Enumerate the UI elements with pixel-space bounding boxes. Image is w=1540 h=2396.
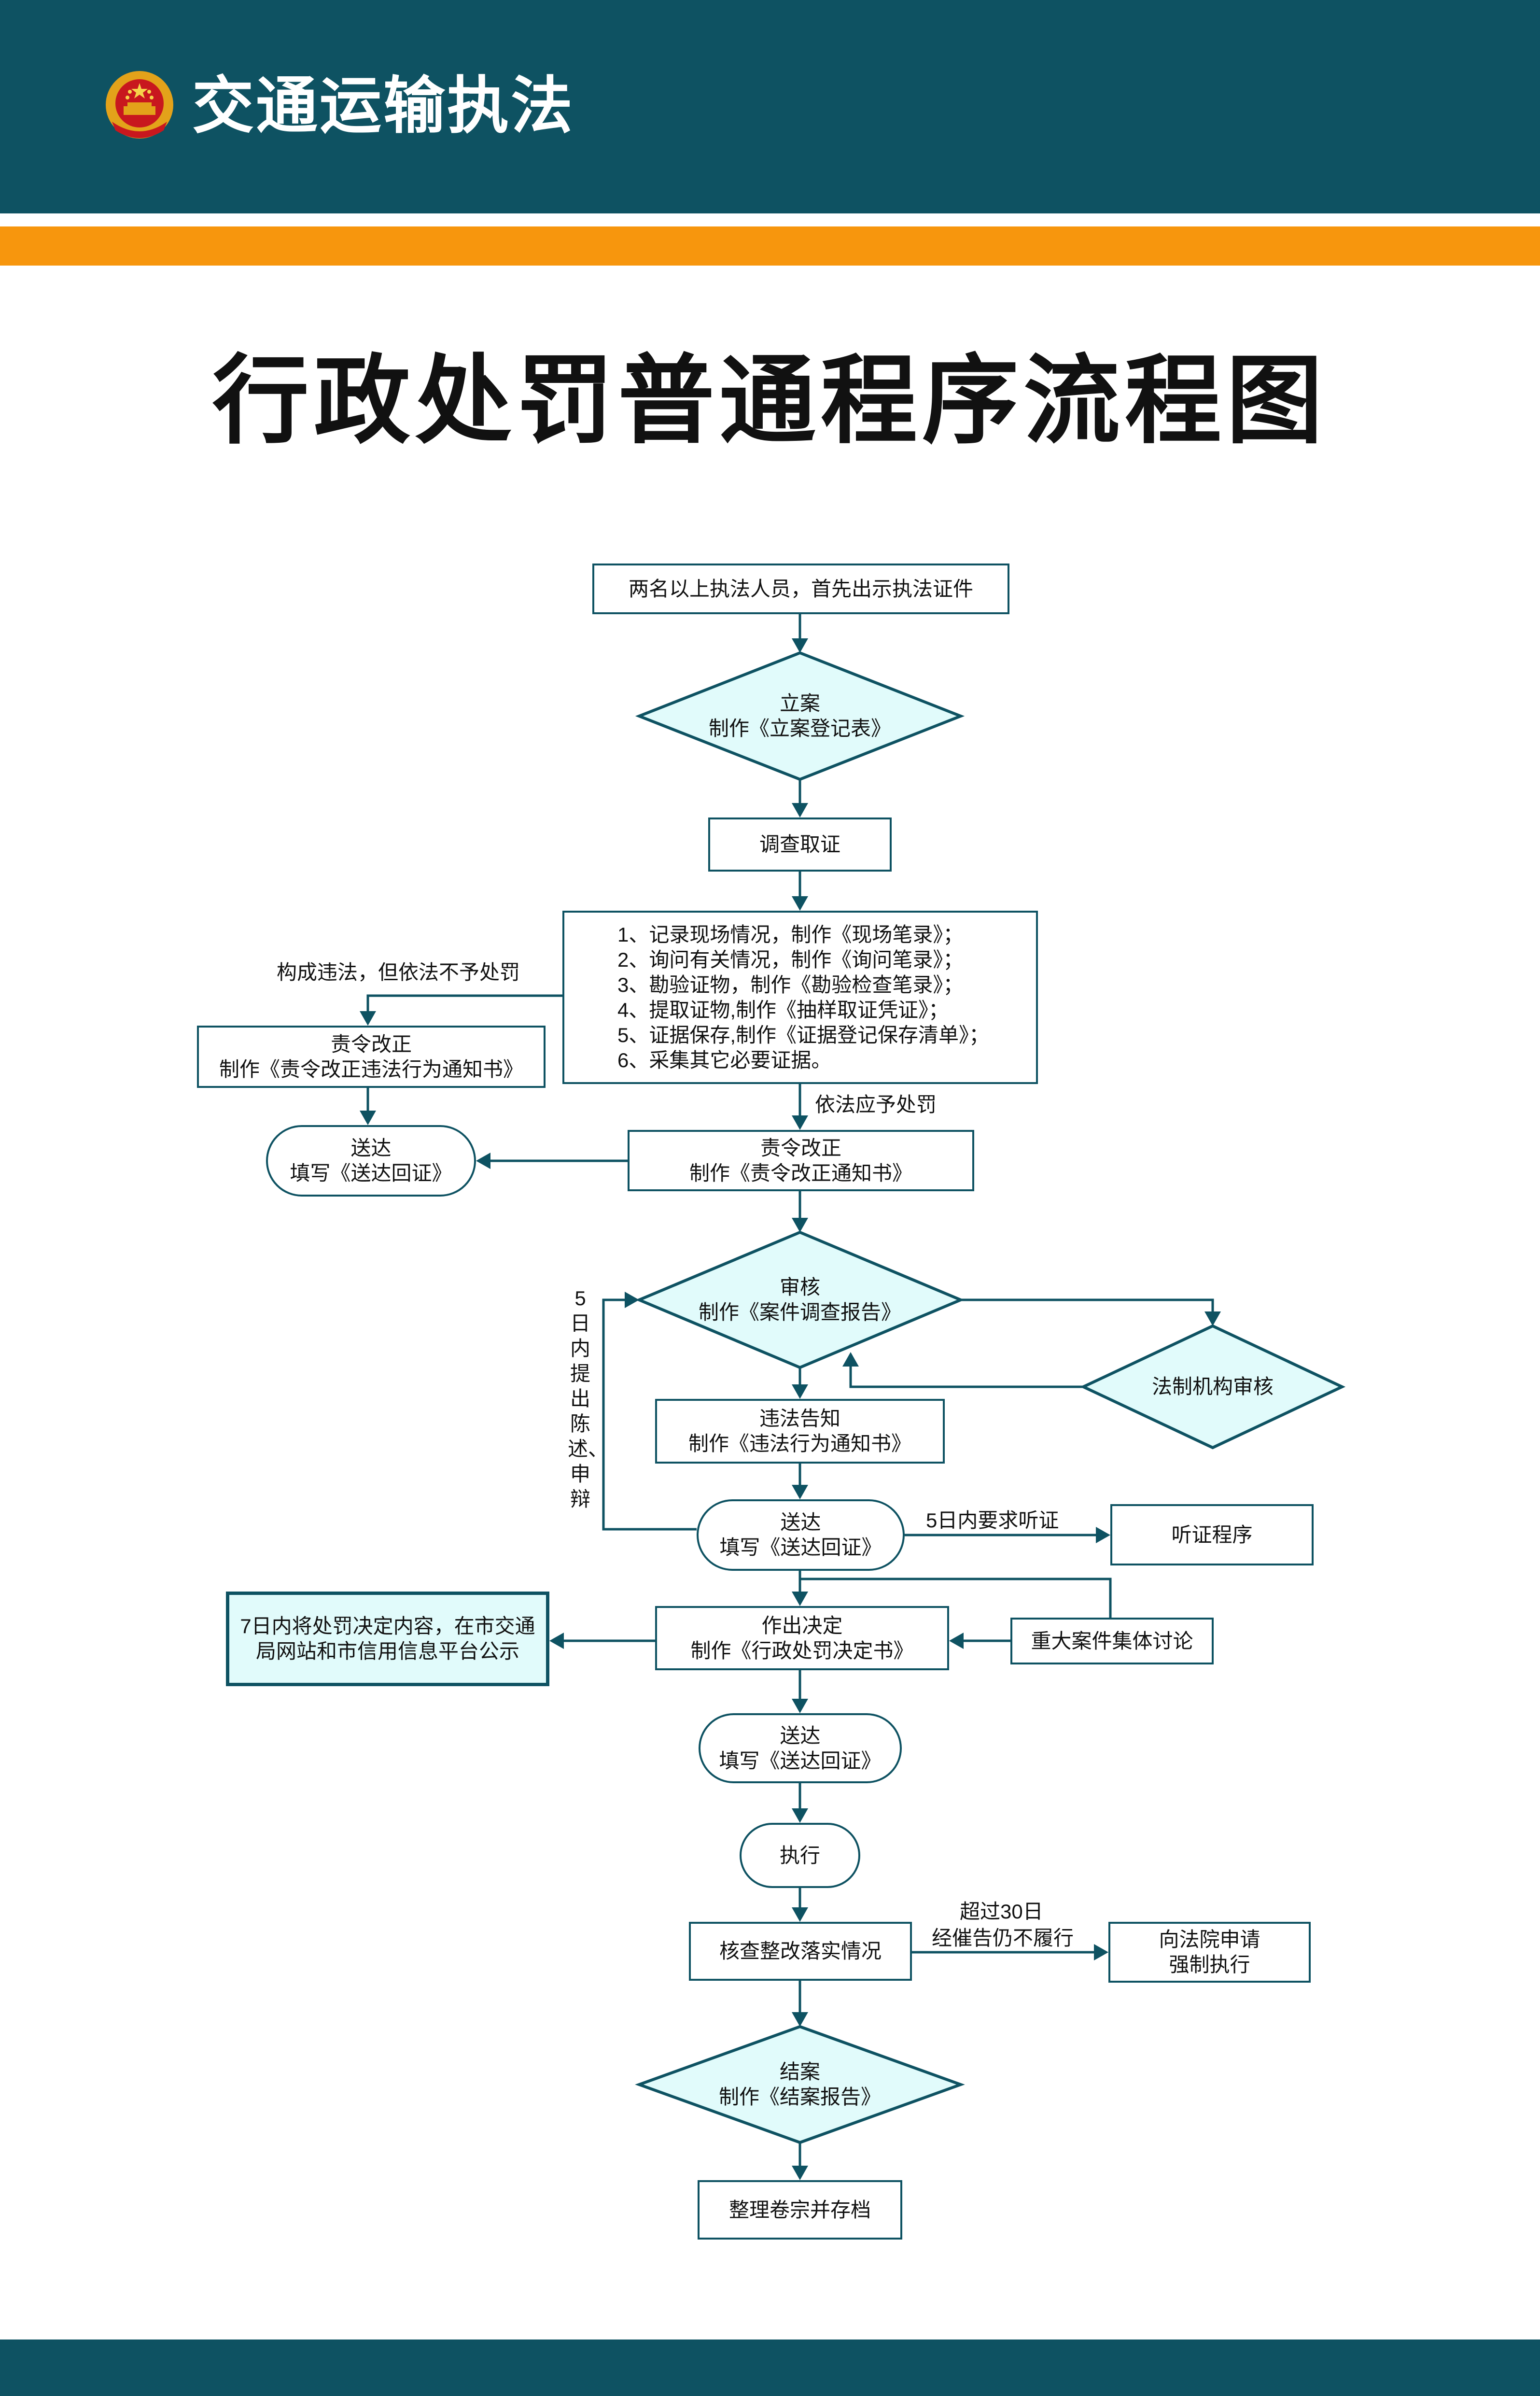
- evidence-steps-box: 1、记录现场情况，制作《现场笔录》； 2、询问有关情况，制作《询问笔录》； 3、…: [562, 911, 1038, 1084]
- correction-no-penalty-title: 责令改正: [330, 1032, 412, 1056]
- evidence-step-5: 5、证据保存,制作《证据登记保存清单》；: [617, 1023, 990, 1046]
- review-node: 审核 制作《案件调查报告》: [639, 1232, 961, 1367]
- evidence-step-2: 2、询问有关情况，制作《询问笔录》；: [617, 948, 964, 971]
- investigate-box: 调查取证: [708, 817, 892, 872]
- notice-title: 违法告知: [759, 1407, 840, 1430]
- evidence-step-4: 4、提取证物,制作《抽样取证凭证》；: [617, 998, 949, 1021]
- close-title: 结案: [779, 2060, 820, 2083]
- service-1-box: 送达 填写《送达回证》: [697, 1499, 905, 1571]
- archive-box: 整理卷宗并存档: [698, 2180, 902, 2240]
- execute-box: 执行: [740, 1823, 860, 1888]
- service-left-box: 送达 填写《送达回证》: [266, 1125, 476, 1197]
- edge-label-overdue-2: 经催告仍不履行: [932, 1927, 1074, 1949]
- publicity-box: 7日内将处罚决定内容，在市交通 局网站和市信用信息平台公示: [226, 1592, 549, 1686]
- close-form: 制作《结案报告》: [718, 2086, 881, 2108]
- court-line-1: 向法院申请: [1159, 1928, 1260, 1951]
- publicity-line-1: 7日内将处罚决定内容，在市交通: [240, 1615, 535, 1637]
- hearing-box: 听证程序: [1110, 1504, 1314, 1565]
- collective-box: 重大案件集体讨论: [1010, 1618, 1214, 1664]
- footer-bar: [0, 2340, 1540, 2396]
- correction-no-penalty-box: 责令改正 制作《责令改正违法行为通知书》: [197, 1026, 546, 1088]
- collective-text: 重大案件集体讨论: [1031, 1629, 1193, 1652]
- header-bar: [0, 0, 1540, 213]
- review-form: 制作《案件调查报告》: [698, 1301, 901, 1324]
- investigate-text: 调查取证: [759, 833, 840, 856]
- verify-text: 核查整改落实情况: [719, 1940, 882, 1962]
- correction-penalty-box: 责令改正 制作《责令改正通知书》: [628, 1130, 974, 1191]
- decision-title: 作出决定: [761, 1614, 843, 1637]
- verify-box: 核查整改落实情况: [689, 1922, 912, 1981]
- correction-penalty-title: 责令改正: [760, 1136, 841, 1159]
- notice-form: 制作《违法行为通知书》: [688, 1432, 911, 1455]
- court-box: 向法院申请 强制执行: [1108, 1922, 1311, 1983]
- start-text: 两名以上执法人员，首先出示执法证件: [628, 577, 973, 600]
- execute-text: 执行: [779, 1844, 820, 1867]
- filing-form: 制作《立案登记表》: [708, 717, 891, 740]
- legal-review-node: 法制机构审核: [1083, 1326, 1342, 1448]
- edge-label-statement: 5日内提出陈述、申辩: [568, 1287, 609, 1510]
- evidence-step-3: 3、勘验证物，制作《勘验检查笔录》；: [617, 973, 964, 996]
- edge-label-hearing-request: 5日内要求听证: [926, 1509, 1059, 1532]
- notice-box: 违法告知 制作《违法行为通知书》: [655, 1399, 945, 1464]
- service-2-box: 送达 填写《送达回证》: [699, 1713, 902, 1783]
- page-title: 行政处罚普通程序流程图: [212, 344, 1328, 457]
- service-left-form: 填写《送达回证》: [290, 1162, 452, 1184]
- filing-node: 立案 制作《立案登记表》: [639, 653, 961, 779]
- start-box: 两名以上执法人员，首先出示执法证件: [592, 564, 1009, 614]
- hearing-text: 听证程序: [1171, 1523, 1253, 1546]
- edge-label-overdue-1: 超过30日: [960, 1900, 1043, 1923]
- service-1-form: 填写《送达回证》: [719, 1536, 882, 1559]
- close-node: 结案 制作《结案报告》: [639, 2027, 961, 2142]
- court-line-2: 强制执行: [1169, 1953, 1250, 1976]
- legal-review-text: 法制机构审核: [1151, 1375, 1274, 1398]
- legal-review-diamond: [1079, 1324, 1346, 1450]
- evidence-step-1: 1、记录现场情况，制作《现场笔录》；: [617, 923, 964, 946]
- brand-title: 交通运输执法: [192, 70, 575, 142]
- filing-title: 立案: [779, 692, 820, 715]
- correction-penalty-form: 制作《责令改正通知书》: [689, 1161, 912, 1184]
- correction-no-penalty-form: 制作《责令改正违法行为通知书》: [219, 1057, 523, 1081]
- evidence-step-6: 6、采集其它必要证据。: [617, 1048, 832, 1071]
- accent-stripe: [0, 226, 1540, 266]
- edge-label-penalty: 依法应予处罚: [815, 1093, 937, 1116]
- review-title: 审核: [779, 1276, 820, 1298]
- decision-box: 作出决定 制作《行政处罚决定书》: [655, 1606, 949, 1670]
- edge-label-no-penalty: 构成违法，但依法不予处罚: [277, 961, 520, 984]
- service-2-form: 填写《送达回证》: [719, 1749, 882, 1772]
- service-left-title: 送达: [350, 1137, 392, 1159]
- service-2-title: 送达: [780, 1724, 821, 1747]
- publicity-line-2: 局网站和市信用信息平台公示: [255, 1640, 519, 1663]
- service-1-title: 送达: [780, 1511, 821, 1534]
- archive-text: 整理卷宗并存档: [728, 2198, 871, 2221]
- national-emblem-icon: [106, 71, 173, 139]
- decision-form: 制作《行政处罚决定书》: [690, 1639, 914, 1662]
